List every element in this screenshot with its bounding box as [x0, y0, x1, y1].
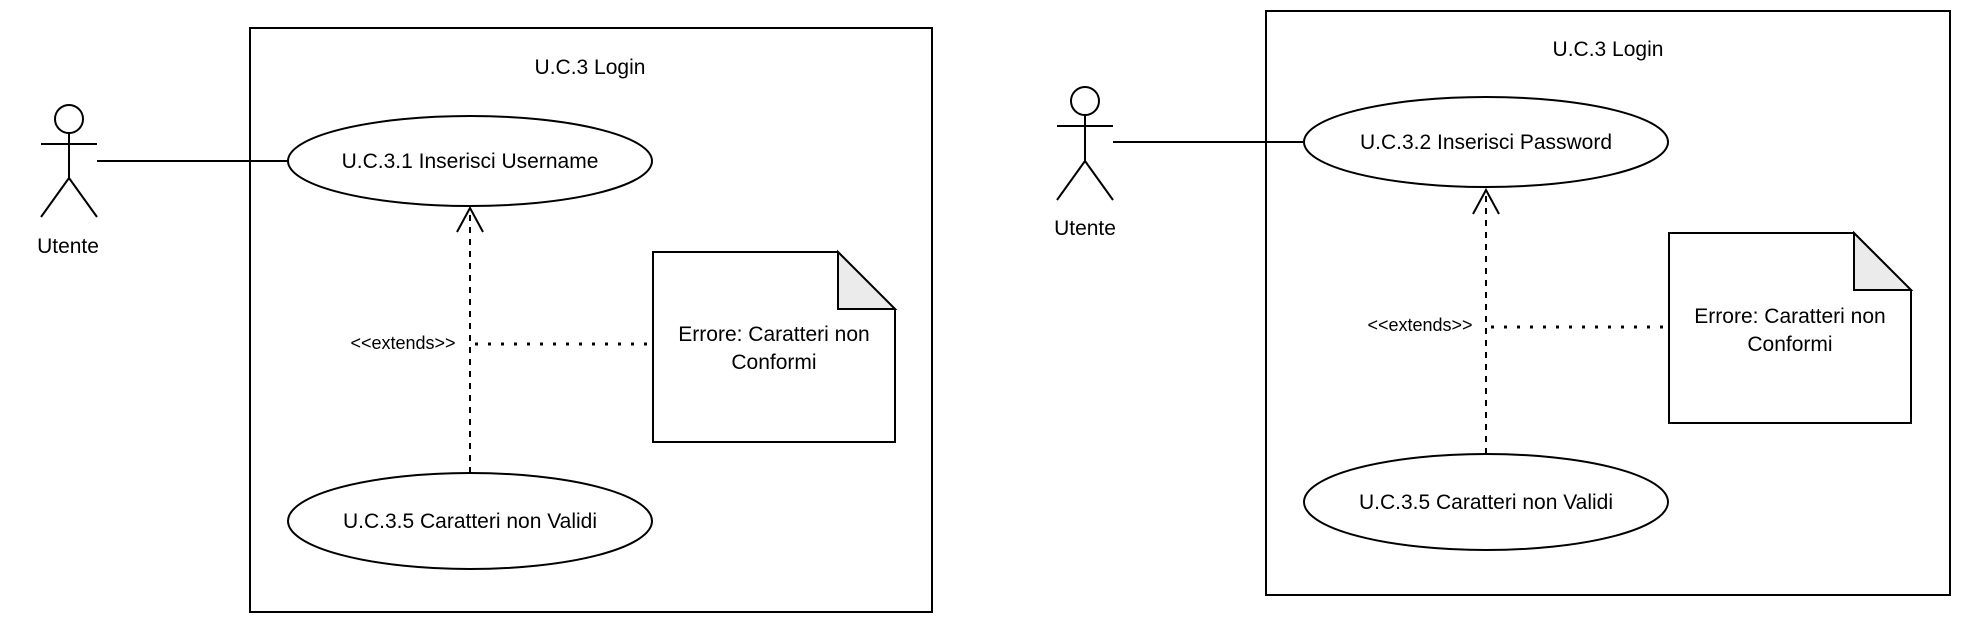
system-title: U.C.3 Login [535, 56, 646, 79]
system-title: U.C.3 Login [1553, 38, 1664, 61]
note-fold-icon [837, 249, 898, 310]
use-case-main [1303, 96, 1669, 188]
actor-label: Utente [37, 235, 99, 258]
note-text-line-2: Conformi [1747, 333, 1832, 356]
actor-figure-icon [40, 104, 98, 218]
arrowhead-icon [1472, 187, 1500, 215]
note-text-line-1: Errore: Caratteri non [678, 323, 869, 346]
extends-label: <<extends>> [1367, 315, 1472, 335]
note-text-line-1: Errore: Caratteri non [1694, 305, 1885, 328]
note: Errore: Caratteri non Conformi [1668, 230, 1914, 424]
arrowhead-icon [456, 205, 484, 233]
use-case-extension-label: U.C.3.5 Caratteri non Validi [343, 510, 597, 533]
extends-label: <<extends>> [350, 333, 455, 353]
note-fold-icon [1853, 230, 1914, 291]
use-case-main-label: U.C.3.1 Inserisci Username [342, 150, 599, 173]
use-case-diagram-1: U.C.3 Login Utente U.C.3.1 Inserisci Use… [37, 27, 933, 613]
actor-label: Utente [1054, 217, 1116, 240]
note-text-line-2: Conformi [731, 351, 816, 374]
use-case-extension-label: U.C.3.5 Caratteri non Validi [1359, 491, 1613, 514]
use-case-diagram-2: U.C.3 Login Utente U.C.3.2 Inserisci Pas… [1054, 10, 1951, 596]
use-case-main-label: U.C.3.2 Inserisci Password [1360, 131, 1612, 154]
note: Errore: Caratteri non Conformi [652, 249, 898, 443]
actor-figure-icon [1056, 86, 1114, 201]
